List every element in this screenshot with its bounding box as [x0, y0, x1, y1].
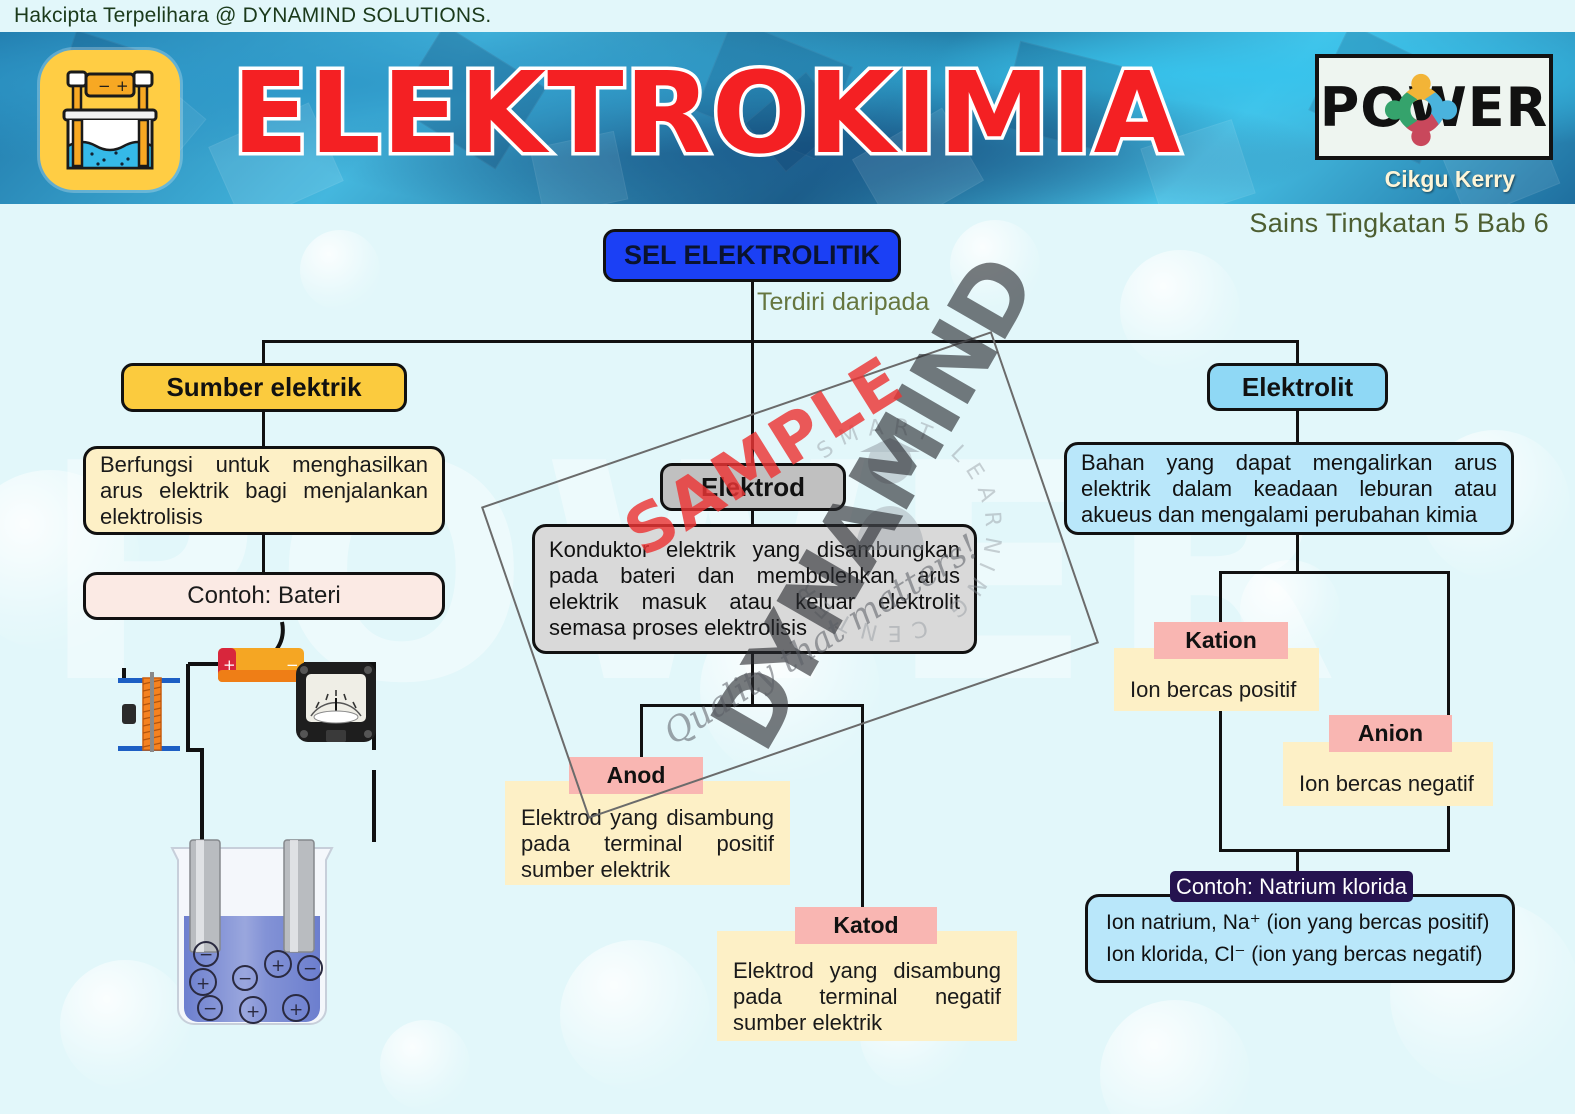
- bubble-decoration: [950, 220, 1040, 310]
- anod-tag-label: Anod: [606, 762, 666, 788]
- rheostat-icon: [118, 668, 180, 752]
- svg-text:−: −: [98, 77, 111, 95]
- node-elektrolit-description: Bahan yang dapat mengalirkan arus elektr…: [1064, 442, 1514, 535]
- connector-elektrod-body-down: [751, 653, 754, 705]
- svg-text:−: −: [203, 999, 217, 1019]
- anion-description-text: Ion bercas negatif: [1299, 771, 1474, 796]
- svg-text:+: +: [116, 77, 129, 95]
- katod-tag-label: Katod: [833, 912, 899, 938]
- connector-main-horizontal: [262, 340, 1298, 343]
- contoh-natrium-klorida-label: Contoh: Natrium klorida: [1175, 873, 1408, 899]
- people-circle-icon: [1384, 73, 1458, 147]
- contoh-bateri-text: Contoh: Bateri: [187, 582, 341, 609]
- power-logo: POWER: [1315, 54, 1553, 160]
- anion-tag-label: Anion: [1357, 720, 1424, 746]
- katod-description-text: Elektrod yang disambung pada terminal ne…: [733, 958, 1001, 1035]
- connector-natrium-drop: [1296, 849, 1299, 877]
- node-elektrod-description: Konduktor elektrik yang disambungkan pad…: [532, 524, 977, 654]
- svg-text:−: −: [303, 959, 317, 979]
- battery-icon: + −: [218, 648, 304, 682]
- connector-drop-elektrod: [751, 340, 754, 464]
- page-title: ELEKTROKIMIA: [228, 49, 1183, 179]
- anod-description-text: Elektrod yang disambung pada terminal po…: [521, 805, 774, 882]
- elektrod-description-text: Konduktor elektrik yang disambungkan pad…: [549, 537, 960, 640]
- beaker-with-electrolyte: − + − + − − + +: [170, 839, 334, 1025]
- svg-text:−: −: [199, 945, 213, 965]
- copyright-text: Hakcipta Terpelihara @ DYNAMIND SOLUTION…: [14, 4, 492, 27]
- natrium-klorida-box: Ion natrium, Na⁺ (ion yang bercas positi…: [1085, 894, 1515, 983]
- node-sumber-elektrik[interactable]: Sumber elektrik: [121, 363, 407, 412]
- connector-elektrod-split: [640, 704, 864, 707]
- connector-ion-join-bottom: [1219, 849, 1450, 852]
- anion-description-box: Ion bercas negatif: [1283, 742, 1493, 806]
- node-elektrolit-label: Elektrolit: [1241, 371, 1354, 402]
- bubble-decoration: [1120, 250, 1240, 370]
- contoh-natrium-klorida-tag: Contoh: Natrium klorida: [1170, 871, 1413, 902]
- subject-label: Sains Tingkatan 5 Bab 6: [1249, 208, 1549, 238]
- anod-description-box: Elektrod yang disambung pada terminal po…: [505, 781, 790, 885]
- svg-text:+: +: [196, 974, 210, 994]
- node-elektrod[interactable]: Elektrod: [660, 463, 846, 511]
- svg-text:+: +: [271, 956, 285, 976]
- svg-text:−: −: [238, 969, 252, 989]
- node-elektrolit[interactable]: Elektrolit: [1207, 363, 1388, 411]
- connector-sumber-body-example: [262, 534, 265, 573]
- connector-elektrod-title-body: [751, 510, 754, 526]
- anion-tag: Anion: [1329, 715, 1452, 752]
- bubble-decoration: [560, 940, 710, 1090]
- connector-anion-side: [1447, 571, 1450, 852]
- katod-description-box: Elektrod yang disambung pada terminal ne…: [717, 931, 1017, 1041]
- anod-tag: Anod: [569, 757, 703, 794]
- elektrolit-description-text: Bahan yang dapat mengalirkan arus elektr…: [1081, 449, 1497, 527]
- connector-katod-drop: [861, 704, 864, 914]
- sumber-description-text: Berfungsi untuk menghasilkan arus elektr…: [100, 451, 428, 529]
- kation-description-text: Ion bercas positif: [1130, 676, 1297, 702]
- author-name: Cikgu Kerry: [1384, 166, 1515, 192]
- katod-tag: Katod: [795, 907, 937, 944]
- node-sel-elektrolitik-label: SEL ELEKTROLITIK: [623, 240, 880, 270]
- node-sumber-elektrik-label: Sumber elektrik: [166, 372, 362, 402]
- connector-ion-split-top: [1219, 571, 1450, 574]
- natrium-ion-line-1: Ion natrium, Na⁺ (ion yang bercas positi…: [1106, 910, 1490, 934]
- svg-text:+: +: [223, 656, 236, 674]
- copyright-strip: Hakcipta Terpelihara @ DYNAMIND SOLUTION…: [0, 0, 1575, 32]
- electrode-left: [189, 839, 221, 953]
- connector-label-terdiri-daripada: Terdiri daripada: [757, 288, 930, 316]
- header-banner: − + ELEKTROKIMIA POWER: [0, 32, 1575, 204]
- kation-tag: Kation: [1154, 622, 1288, 659]
- node-sumber-elektrik-description: Berfungsi untuk menghasilkan arus elektr…: [83, 446, 445, 535]
- natrium-ion-line-2: Ion klorida, Cl⁻ (ion yang bercas negati…: [1106, 942, 1483, 966]
- svg-text:+: +: [289, 1000, 303, 1020]
- connector-elektrolit-title-body: [1296, 410, 1299, 443]
- bubble-decoration: [300, 230, 380, 310]
- ammeter-icon: [296, 662, 376, 742]
- node-elektrod-label: Elektrod: [700, 471, 806, 502]
- connector-drop-elektrolit: [1296, 340, 1299, 364]
- kation-tag-label: Kation: [1185, 627, 1257, 653]
- electrolysis-circuit-illustration: + −: [110, 620, 430, 1040]
- node-contoh-bateri: Contoh: Bateri: [83, 572, 445, 620]
- connector-anod-drop: [640, 704, 643, 764]
- bubble-decoration: [1100, 1000, 1250, 1114]
- kation-description-box: Ion bercas positif: [1114, 648, 1319, 711]
- svg-text:−: −: [286, 656, 299, 674]
- connector-root-down: [751, 282, 754, 342]
- connector-drop-sumber: [262, 340, 265, 364]
- connector-kation-side: [1219, 571, 1222, 852]
- connector-elektrolit-body-down: [1296, 534, 1299, 572]
- electrolysis-cell-icon: − +: [40, 50, 180, 190]
- svg-text:+: +: [246, 1002, 260, 1022]
- node-sel-elektrolitik[interactable]: SEL ELEKTROLITIK: [603, 229, 901, 282]
- connector-sumber-title-body: [262, 411, 265, 447]
- electrode-right: [283, 839, 315, 953]
- circuit-wire-left: [186, 664, 204, 820]
